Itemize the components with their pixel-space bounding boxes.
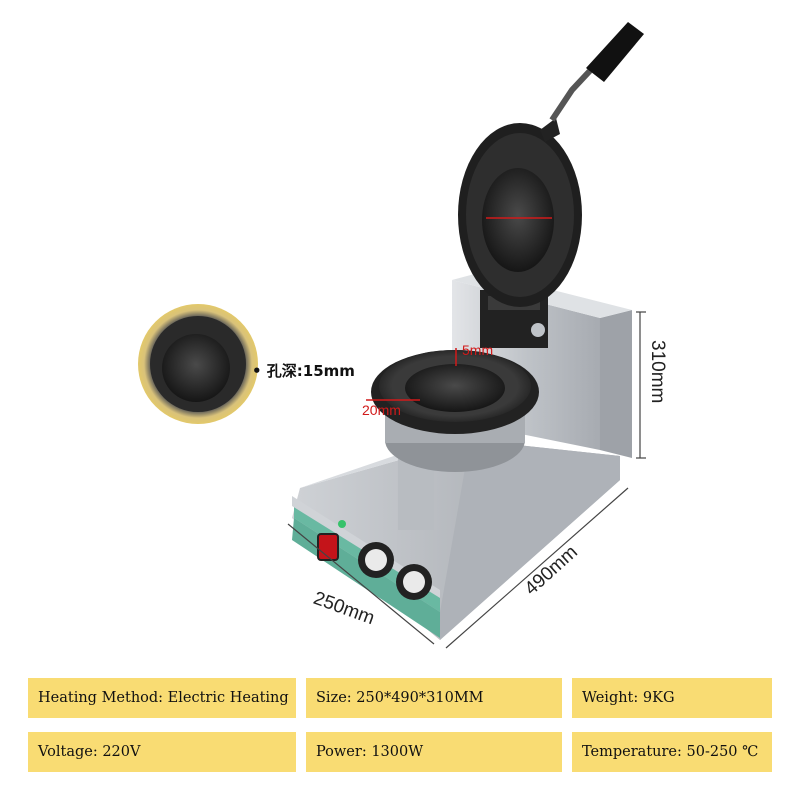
power-switch — [317, 533, 339, 561]
hole-callout-image — [138, 304, 258, 424]
lid-handle — [586, 22, 644, 82]
spec-heating-method: Heating Method: Electric Heating — [28, 678, 296, 718]
spec-size: Size: 250*490*310MM — [306, 678, 562, 718]
spec-table: Heating Method: Electric Heating Size: 2… — [28, 678, 772, 772]
spec-temperature: Temperature: 50-250 ℃ — [572, 732, 772, 772]
waffle-maker-drawing — [138, 22, 646, 649]
spec-voltage: Voltage: 220V — [28, 732, 296, 772]
spec-power: Power: 1300W — [306, 732, 562, 772]
hole-depth-label: • 孔深:15mm — [252, 362, 355, 380]
height-dimension: 310mm — [647, 340, 668, 404]
controls — [317, 520, 432, 600]
rim-label: 20mm — [362, 402, 401, 418]
product-illustration: 310mm 490mm 250mm 5mm 20mm • 孔深:15mm — [138, 22, 668, 649]
indicator-light — [338, 520, 346, 528]
lower-mold — [371, 350, 539, 472]
spec-weight: Weight: 9KG — [572, 678, 772, 718]
top-offset-label: 5mm — [462, 342, 494, 358]
dimension-lines — [287, 311, 646, 649]
upper-lid — [458, 22, 644, 307]
